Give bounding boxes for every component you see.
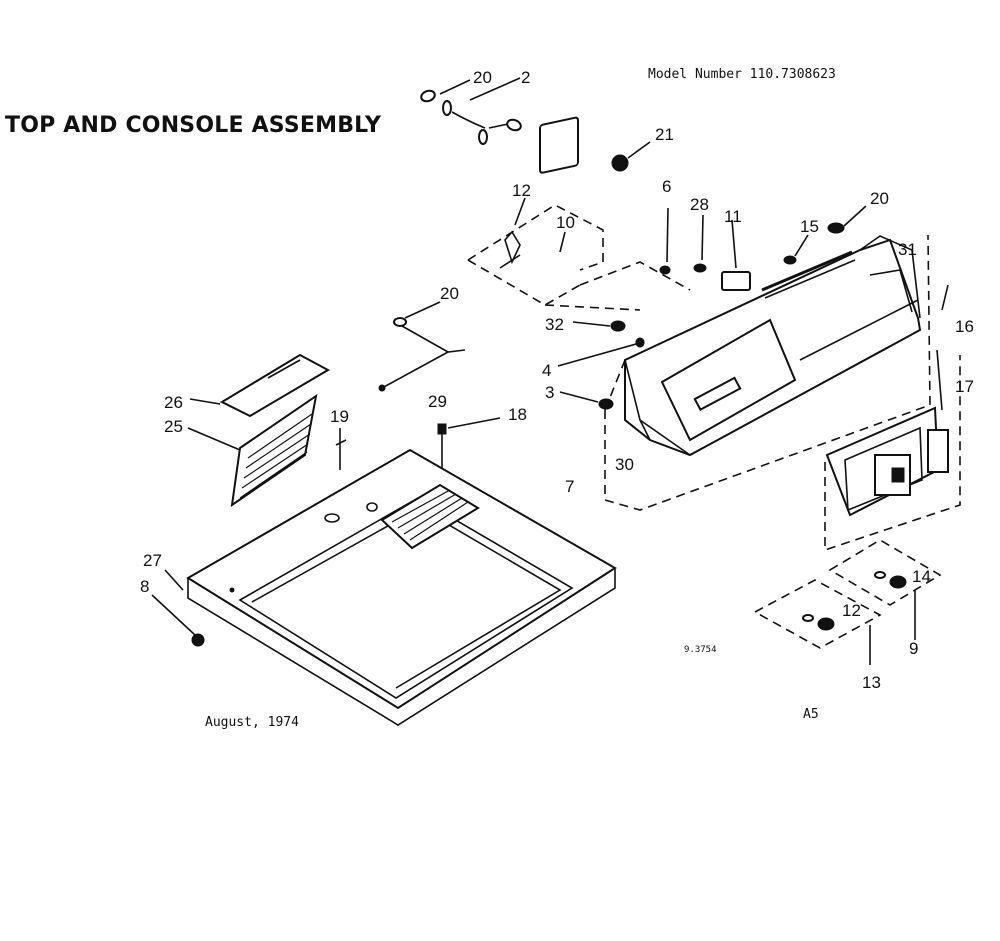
callout-20b: 20 <box>870 189 889 208</box>
washer-top-cover <box>151 448 617 726</box>
callout-26: 26 <box>164 393 183 412</box>
mount-screws <box>378 301 645 410</box>
callout-15: 15 <box>800 217 819 236</box>
callout-8: 8 <box>140 577 149 596</box>
callout-14: 14 <box>912 567 931 586</box>
switch-buttons <box>753 539 942 665</box>
callout-2: 2 <box>521 68 530 87</box>
callout-29: 29 <box>428 392 447 411</box>
callout-21: 21 <box>655 125 674 144</box>
small-code: 9.3754 <box>684 645 717 655</box>
timer-bracket-group <box>467 116 691 311</box>
callout-19: 19 <box>330 407 349 426</box>
diagram-title: TOP AND CONSOLE ASSEMBLY <box>5 113 382 138</box>
callout-30: 30 <box>615 455 634 474</box>
callout-3: 3 <box>545 383 554 402</box>
console-panel <box>604 234 931 511</box>
callout-20: 20 <box>473 68 492 87</box>
callout-31: 31 <box>898 240 917 259</box>
callout-13: 13 <box>862 673 881 692</box>
model-number: Model Number 110.7308623 <box>648 67 836 82</box>
callout-7: 7 <box>565 477 574 496</box>
knob-part-21 <box>611 141 651 172</box>
issue-date: August, 1974 <box>205 715 299 730</box>
callout-20c: 20 <box>440 284 459 303</box>
callout-27: 27 <box>143 551 162 570</box>
callout-17: 17 <box>955 377 974 396</box>
callout-18: 18 <box>508 405 527 424</box>
callout-11: 11 <box>724 207 742 226</box>
hose-clip-part <box>420 77 522 145</box>
page-code: A5 <box>803 707 819 722</box>
console-fasteners <box>659 205 867 291</box>
callout-12b: 12 <box>842 601 861 620</box>
callout-28: 28 <box>690 195 709 214</box>
callout-32: 32 <box>545 315 564 334</box>
callout-10: 10 <box>556 213 575 232</box>
bolts-18-19 <box>335 417 501 470</box>
callout-4: 4 <box>542 361 551 380</box>
callout-12: 12 <box>512 181 531 200</box>
callout-6: 6 <box>662 177 671 196</box>
lint-filter-parts <box>187 353 331 508</box>
control-board-16-17 <box>824 284 961 552</box>
callout-16: 16 <box>955 317 974 336</box>
callout-9: 9 <box>909 639 918 658</box>
callout-25: 25 <box>164 417 183 436</box>
